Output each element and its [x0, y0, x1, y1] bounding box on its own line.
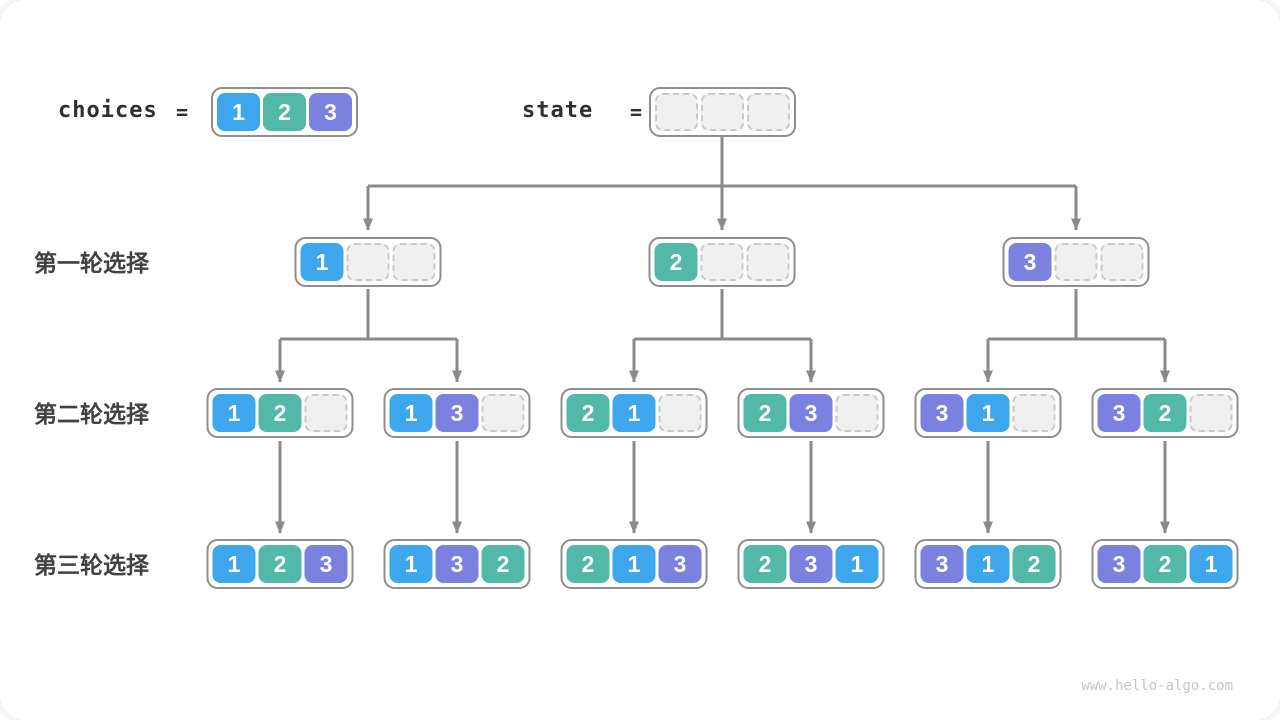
cell: 1	[300, 243, 344, 281]
cell: 2	[263, 93, 306, 131]
state-node: 1 3	[383, 388, 531, 438]
state-node: 2 3 1	[737, 539, 885, 589]
choices-array: 1 2 3	[211, 87, 358, 137]
cell: 2	[654, 243, 698, 281]
state-node: 3 2 1	[1091, 539, 1239, 589]
cell: 3	[920, 394, 964, 432]
round3-label: 第三轮选择	[34, 552, 149, 578]
state-node: 1 2	[206, 388, 354, 438]
cell	[658, 394, 702, 432]
watermark: www.hello-algo.com	[1081, 678, 1233, 694]
cell	[655, 93, 698, 131]
cell: 1	[612, 545, 656, 583]
cell: 3	[658, 545, 702, 583]
state-node: 1 2 3	[206, 539, 354, 589]
state-node: 2 3	[737, 388, 885, 438]
cell	[481, 394, 525, 432]
round1-label: 第一轮选择	[34, 250, 149, 276]
cell: 3	[920, 545, 964, 583]
cell: 2	[743, 545, 787, 583]
state-node: 3 1 2	[914, 539, 1062, 589]
state-node: 1 3 2	[383, 539, 531, 589]
cell: 2	[258, 545, 302, 583]
cell	[701, 93, 744, 131]
cell	[700, 243, 744, 281]
cell: 1	[612, 394, 656, 432]
cell	[1012, 394, 1056, 432]
cell	[304, 394, 348, 432]
cell	[747, 93, 790, 131]
cell	[835, 394, 879, 432]
cell: 2	[1012, 545, 1056, 583]
cell: 3	[309, 93, 352, 131]
cell: 3	[789, 545, 833, 583]
cell: 1	[212, 545, 256, 583]
state-equals-sign: =	[630, 100, 643, 124]
state-node: 2 1 3	[560, 539, 708, 589]
state-label: state	[522, 98, 594, 123]
cell: 2	[743, 394, 787, 432]
cell: 1	[1189, 545, 1233, 583]
cell: 2	[1143, 394, 1187, 432]
cell	[1189, 394, 1233, 432]
choices-equals-sign: =	[176, 100, 189, 124]
state-node: 1	[294, 237, 442, 287]
cell: 1	[389, 394, 433, 432]
cell: 2	[566, 394, 610, 432]
cell: 2	[481, 545, 525, 583]
cell: 1	[212, 394, 256, 432]
choices-label: choices	[58, 98, 158, 123]
cell: 2	[1143, 545, 1187, 583]
cell	[746, 243, 790, 281]
cell: 3	[789, 394, 833, 432]
cell: 3	[1008, 243, 1052, 281]
cell: 3	[1097, 394, 1141, 432]
state-node: 2	[648, 237, 796, 287]
state-array	[649, 87, 796, 137]
cell: 1	[217, 93, 260, 131]
cell: 1	[835, 545, 879, 583]
cell: 3	[1097, 545, 1141, 583]
cell: 3	[304, 545, 348, 583]
cell: 1	[966, 394, 1010, 432]
cell	[392, 243, 436, 281]
state-node: 2 1	[560, 388, 708, 438]
cell: 2	[258, 394, 302, 432]
cell: 3	[435, 545, 479, 583]
cell: 2	[566, 545, 610, 583]
state-node: 3 1	[914, 388, 1062, 438]
state-node: 3	[1002, 237, 1150, 287]
cell: 1	[389, 545, 433, 583]
cell	[1054, 243, 1098, 281]
cell: 1	[966, 545, 1010, 583]
round2-label: 第二轮选择	[34, 401, 149, 427]
state-node: 3 2	[1091, 388, 1239, 438]
cell	[346, 243, 390, 281]
cell	[1100, 243, 1144, 281]
cell: 3	[435, 394, 479, 432]
